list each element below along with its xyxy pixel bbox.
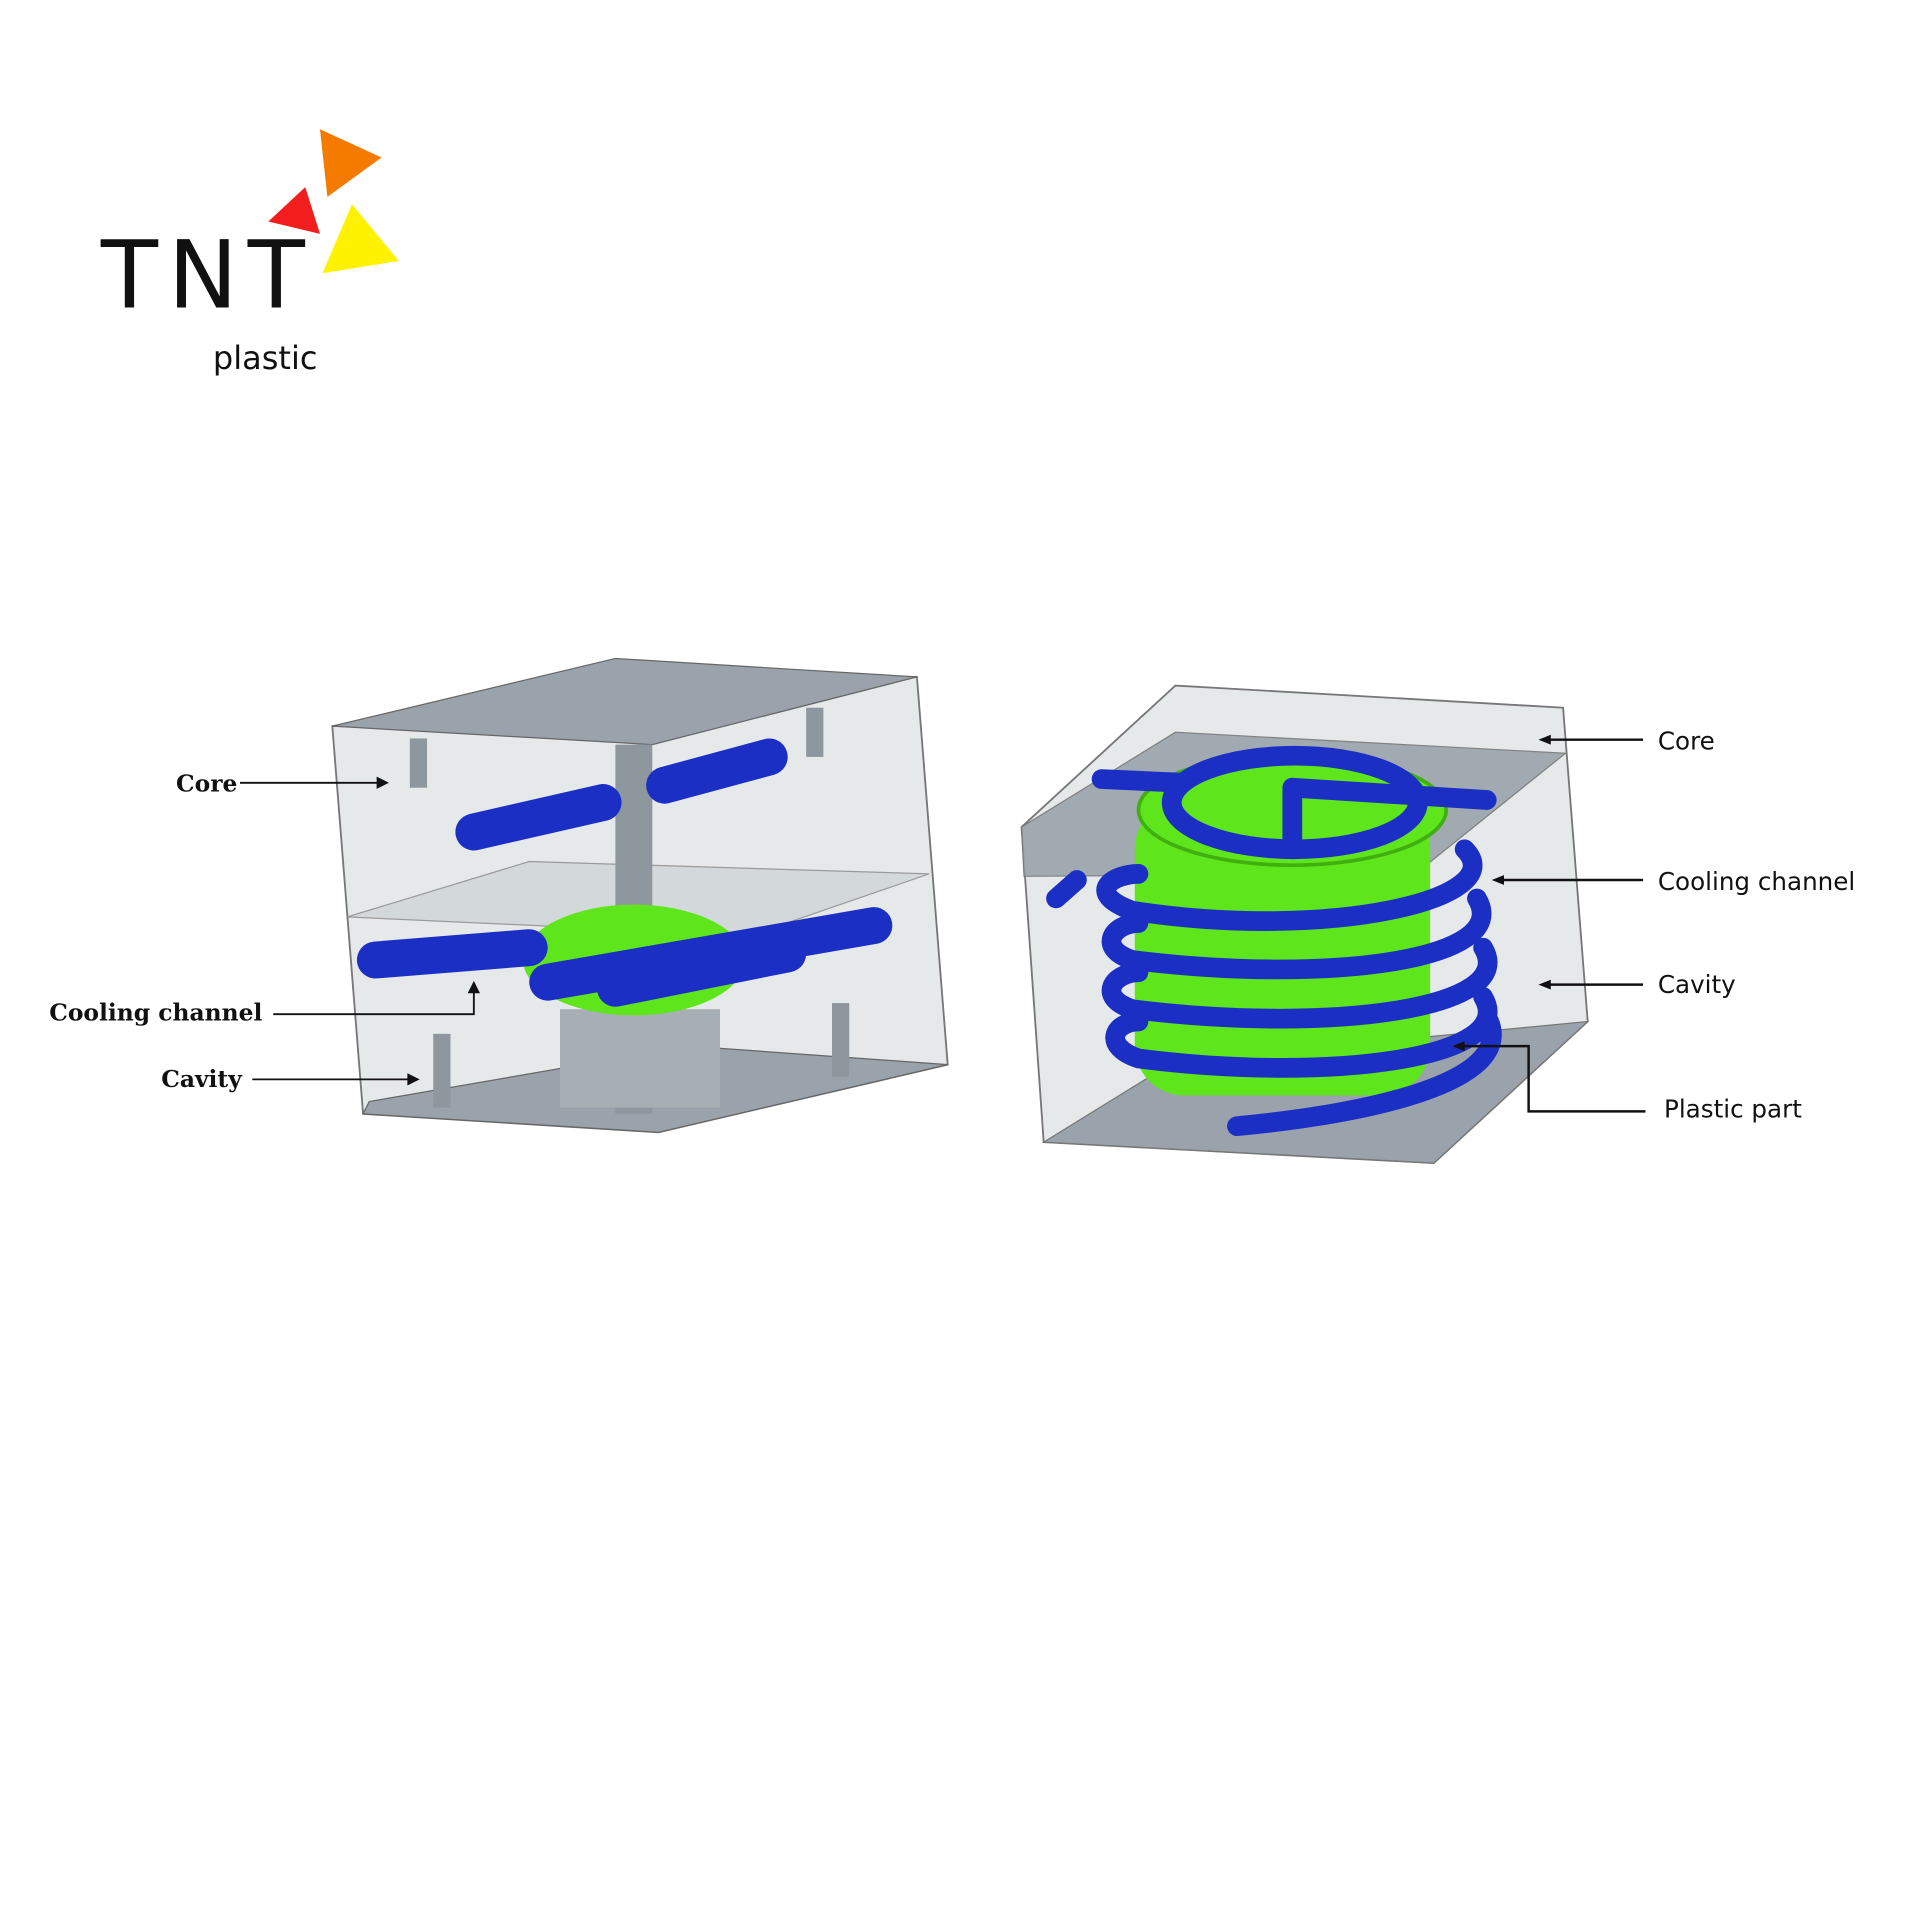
label-cavity: Cavity — [1658, 970, 1736, 999]
label-core: Core — [176, 769, 237, 797]
label-cooling-channel: Cooling channel — [49, 998, 262, 1026]
logo-yellow-triangle — [322, 204, 399, 274]
guide-pin — [409, 738, 428, 788]
left-labels: Core Cooling channel Cavity — [49, 769, 480, 1093]
arrow-head-icon — [407, 1073, 420, 1086]
arrow-head-icon — [1491, 875, 1504, 885]
label-cavity: Cavity — [161, 1065, 243, 1093]
right-labels: Core Cooling channel Cavity Plastic part — [1452, 727, 1855, 1124]
logo-red-triangle — [268, 187, 320, 234]
cooling-channel-coil — [1046, 745, 1502, 1136]
guide-pin — [433, 1033, 451, 1108]
arrow-head-icon — [376, 776, 389, 789]
label-plastic-part: Plastic part — [1664, 1095, 1802, 1124]
logo-sub: plastic — [213, 339, 318, 377]
top-plate — [332, 657, 918, 746]
label-cooling-channel: Cooling channel — [1658, 867, 1855, 896]
right-mold-diagram — [1020, 684, 1590, 1165]
arrow-head-icon — [467, 980, 480, 994]
logo-brand: TNT — [100, 222, 315, 331]
cooling-channels — [356, 738, 893, 1007]
leader-line — [1459, 1044, 1646, 1113]
label-core: Core — [1658, 727, 1715, 756]
tnt-plastic-logo: TNT plastic — [100, 129, 399, 377]
leader-line — [273, 988, 475, 1016]
logo-orange-triangle — [320, 129, 382, 197]
arrow-head-icon — [1538, 734, 1551, 745]
ejector-block — [560, 1009, 720, 1108]
guide-pin — [832, 1003, 850, 1077]
guide-pin — [806, 707, 824, 757]
arrow-head-icon — [1452, 1041, 1465, 1052]
left-mold-diagram — [331, 657, 949, 1134]
arrow-head-icon — [1538, 979, 1551, 990]
